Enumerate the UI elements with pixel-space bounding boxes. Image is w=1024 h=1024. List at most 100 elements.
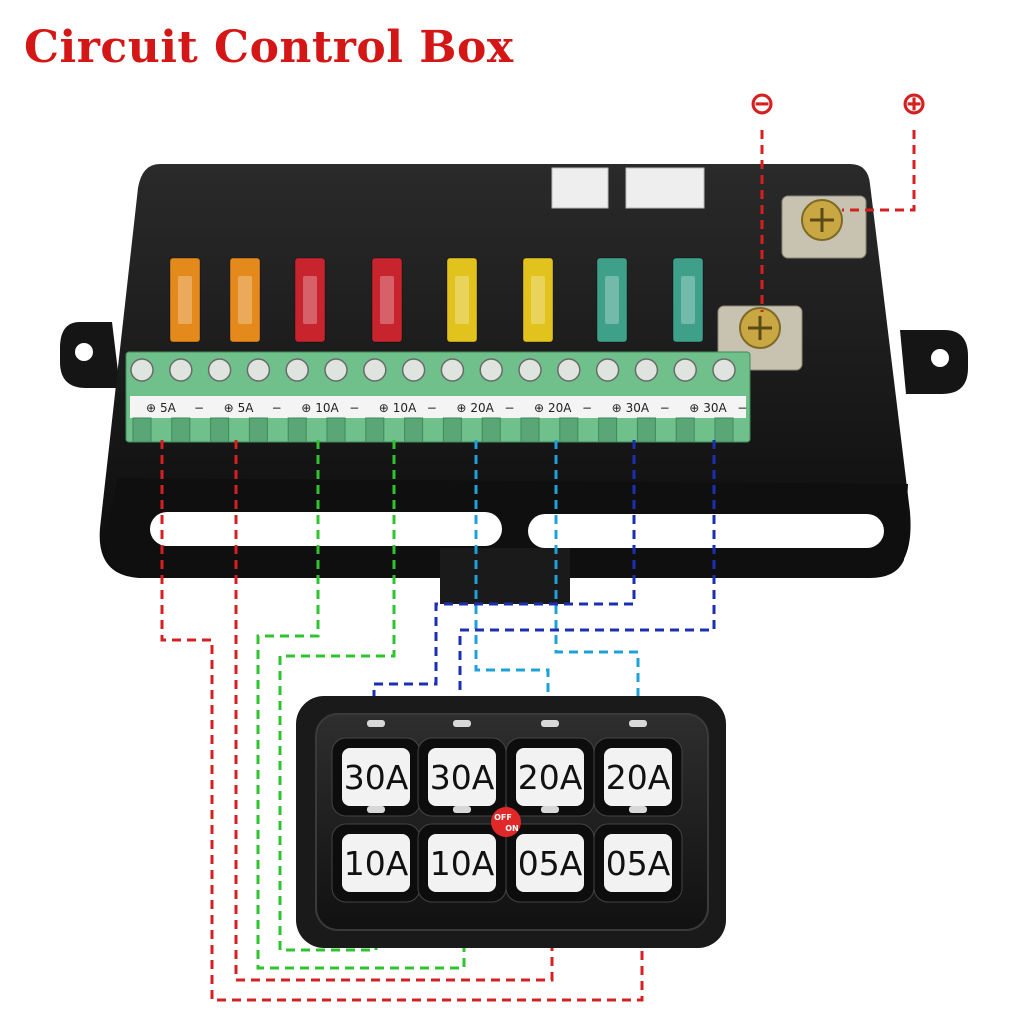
indicator-led	[541, 720, 559, 727]
button-label: 20A	[518, 758, 583, 797]
terminal-minus: −	[349, 401, 359, 415]
terminal-minus: −	[660, 401, 670, 415]
switch-button-bottom-2[interactable]: 10A	[417, 806, 507, 903]
wire-10a-1	[256, 440, 466, 970]
switch-off-label: OFF	[494, 813, 512, 822]
terminal-pin	[520, 417, 540, 443]
terminal-screw	[324, 358, 348, 382]
terminal-plus: ⊕	[301, 401, 311, 415]
terminal-screw	[518, 358, 542, 382]
switch-button-bottom-3[interactable]: 05A	[505, 806, 595, 903]
indicator-led	[367, 806, 385, 813]
terminal-pin	[287, 417, 307, 443]
slot-left	[150, 512, 502, 546]
terminal-minus: −	[504, 401, 514, 415]
button-label: 10A	[430, 844, 495, 883]
terminal-plus: ⊕	[379, 401, 389, 415]
box-base-ledge	[104, 478, 908, 578]
terminal-strip: ⊕5A−⊕5A−⊕10A−⊕10A−⊕20A−⊕20A−⊕30A−⊕30A−	[125, 351, 751, 443]
terminal-pin	[559, 417, 579, 443]
indicator-led	[629, 720, 647, 727]
mount-hole-right	[931, 349, 949, 367]
terminal-plus: ⊕	[146, 401, 156, 415]
positive-symbol: ⊕	[901, 84, 928, 122]
terminal-plus: ⊕	[224, 401, 234, 415]
terminal-pin	[675, 417, 695, 443]
power-switch[interactable]: OFF ON	[491, 807, 521, 837]
indicator-led	[541, 806, 559, 813]
switch-button-top-4[interactable]: 20A	[593, 720, 683, 817]
terminal-pin	[326, 417, 346, 443]
wire-5a-1	[160, 440, 644, 1002]
terminal-screw	[246, 358, 271, 382]
terminal-pin	[598, 417, 618, 443]
terminal-plus: ⊕	[534, 401, 544, 415]
fuse-7	[596, 257, 628, 343]
terminal-screw	[363, 358, 387, 382]
fuse-4	[371, 257, 403, 343]
connector-3pin	[625, 167, 705, 209]
button-label: 20A	[606, 758, 671, 797]
terminal-pin	[171, 417, 191, 443]
box-clip	[440, 548, 570, 604]
terminal-pin	[132, 417, 152, 443]
page-title: Circuit Control Box	[24, 22, 514, 73]
button-label: 10A	[344, 844, 409, 883]
terminal-screw	[169, 358, 193, 382]
fuse-row	[169, 257, 704, 343]
positive-terminal	[781, 195, 867, 259]
terminal-screw	[130, 358, 154, 382]
terminal-pin	[404, 417, 424, 443]
switch-button-top-3[interactable]: 20A	[505, 720, 595, 817]
fuse-3	[294, 257, 326, 343]
fuse-6	[522, 257, 554, 343]
terminal-screw	[595, 358, 620, 382]
wire-positive	[842, 130, 916, 212]
terminal-pin	[248, 417, 268, 443]
slot-right	[528, 514, 884, 548]
fuse-2	[229, 257, 261, 343]
terminal-pin	[636, 417, 656, 443]
fuse-1	[169, 257, 201, 343]
terminal-pin	[210, 417, 230, 443]
button-label: 05A	[606, 844, 671, 883]
button-label: 05A	[518, 844, 583, 883]
terminal-rating: 20A	[470, 401, 494, 415]
mount-hole-left	[75, 343, 93, 361]
terminal-pin	[442, 417, 462, 443]
terminal-screw	[673, 358, 697, 382]
switch-button-top-1[interactable]: 30A	[331, 720, 421, 817]
switch-on-label: ON	[505, 824, 519, 833]
switch-button-bottom-4[interactable]: 05A	[593, 806, 683, 903]
terminal-plus: ⊕	[612, 401, 622, 415]
terminal-minus: −	[272, 401, 282, 415]
fuse-5	[446, 257, 478, 343]
terminal-minus: −	[427, 401, 437, 415]
terminal-screw	[634, 358, 659, 382]
terminal-pin	[365, 417, 385, 443]
switch-button-top-2[interactable]: 30A	[417, 720, 507, 817]
terminal-plus: ⊕	[456, 401, 466, 415]
terminal-screw	[440, 358, 465, 382]
connector-2pin	[551, 167, 609, 209]
wire-30a-1	[372, 440, 636, 738]
terminal-screw	[285, 358, 309, 382]
terminal-screw	[207, 358, 232, 382]
terminal-screw	[712, 358, 736, 382]
terminal-rating: 5A	[238, 401, 255, 415]
terminal-rating: 10A	[315, 401, 339, 415]
indicator-led	[367, 720, 385, 727]
indicator-led	[453, 720, 471, 727]
terminal-screw	[479, 358, 503, 382]
terminal-rating: 30A	[703, 401, 727, 415]
wire-5a-2	[234, 440, 554, 982]
fuse-8	[672, 257, 704, 343]
switch-button-bottom-1[interactable]: 10A	[331, 806, 421, 903]
terminal-minus: −	[194, 401, 204, 415]
terminal-pin	[481, 417, 501, 443]
button-label: 30A	[344, 758, 409, 797]
terminal-rating: 30A	[626, 401, 650, 415]
terminal-screw	[401, 358, 426, 382]
